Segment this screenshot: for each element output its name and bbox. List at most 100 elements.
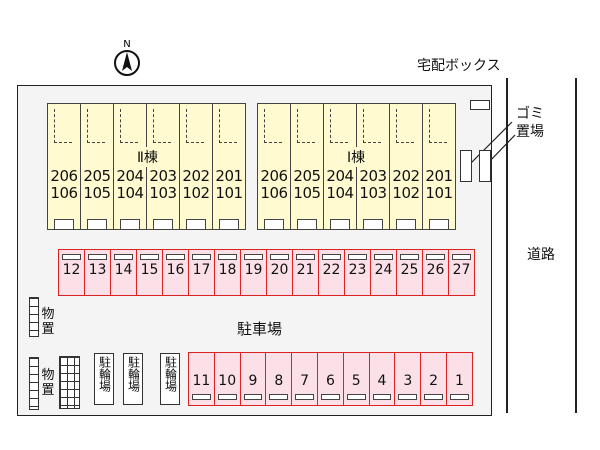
unit-number-lower: 101 (215, 184, 243, 202)
unit-number-upper: 205 (83, 167, 111, 185)
parking-stall-8: 8 (265, 352, 293, 406)
wheel-stop (426, 254, 445, 260)
stall-number: 18 (218, 262, 237, 278)
parking-stall-27: 27 (448, 249, 475, 296)
delivery-box-label: 宅配ボックス (417, 58, 501, 74)
unit-entrance (429, 219, 449, 229)
wheel-stop (398, 394, 418, 400)
parking-stall-6: 6 (317, 352, 344, 406)
north-arrow-icon: N (109, 38, 145, 78)
wheel-stop (450, 394, 469, 400)
unit-number-lower: 104 (116, 184, 144, 202)
parking-stall-15: 15 (136, 249, 163, 296)
stall-number: 16 (166, 262, 185, 278)
storage-label-1: 物置 (41, 307, 55, 337)
parking-stall-1: 1 (446, 352, 473, 406)
wheel-stop (269, 394, 289, 400)
parking-label: 駐車場 (237, 320, 283, 338)
unit-number-upper: 202 (392, 167, 420, 185)
stair-outline (396, 109, 414, 143)
wheel-stop (114, 254, 133, 260)
unit-number-upper: 203 (359, 167, 387, 185)
stall-number: 7 (300, 373, 310, 389)
unit-number-upper: 206 (260, 167, 288, 185)
unit-number-upper: 201 (215, 167, 243, 185)
stair-outline (186, 109, 204, 143)
garbage-area-1 (460, 150, 472, 182)
parking-stall-25: 25 (396, 249, 423, 296)
wheel-stop (140, 254, 159, 260)
building-name: Ⅰ棟 (345, 147, 368, 167)
bike-parking-2: 駐輪場 (123, 353, 143, 405)
wheel-stop (374, 254, 393, 260)
stall-number: 5 (351, 373, 361, 389)
parking-stall-18: 18 (214, 249, 241, 296)
wheel-stop (270, 254, 289, 260)
delivery-box (470, 100, 490, 110)
wheel-stop (346, 394, 366, 400)
unit-entrance (54, 219, 74, 229)
parking-stall-23: 23 (344, 249, 371, 296)
unit-number-lower: 104 (326, 184, 354, 202)
stall-number: 2 (429, 373, 439, 389)
unit-entrance (120, 219, 140, 229)
unit-entrance (153, 219, 173, 229)
garbage-label-line1: ゴミ (516, 106, 544, 122)
unit-number-upper: 204 (116, 167, 144, 185)
wheel-stop (400, 254, 419, 260)
unit-entrance (396, 219, 416, 229)
parking-stall-12: 12 (58, 249, 85, 296)
wheel-stop (166, 254, 185, 260)
road-label: 道路 (527, 247, 555, 263)
stall-number: 23 (348, 262, 367, 278)
unit-number-upper: 206 (50, 167, 78, 185)
parking-stall-16: 16 (162, 249, 189, 296)
storage-shed-2 (29, 357, 39, 410)
stall-number: 6 (325, 373, 335, 389)
parking-stall-2: 2 (420, 352, 447, 406)
parking-stall-24: 24 (370, 249, 397, 296)
unit-entrance (219, 219, 239, 229)
stall-number: 1 (454, 373, 464, 389)
unit-number-lower: 103 (149, 184, 177, 202)
stair-outline (54, 109, 72, 143)
stall-number: 24 (374, 262, 393, 278)
wheel-stop (348, 254, 367, 260)
stair-outline (330, 109, 348, 143)
stall-number: 13 (88, 262, 107, 278)
stair-outline (363, 109, 381, 143)
parking-stall-20: 20 (266, 249, 293, 296)
parking-stall-21: 21 (292, 249, 319, 296)
wheel-stop (218, 254, 237, 260)
unit-entrance (363, 219, 383, 229)
parking-stall-5: 5 (342, 352, 370, 406)
stall-number: 20 (270, 262, 289, 278)
stall-number: 25 (400, 262, 419, 278)
road-edge-right (575, 78, 577, 413)
parking-stall-3: 3 (394, 352, 422, 406)
unit-number-upper: 201 (425, 167, 453, 185)
unit-number-lower: 105 (293, 184, 321, 202)
unit-number-upper: 202 (182, 167, 210, 185)
unit-number-lower: 101 (425, 184, 453, 202)
stair-outline (429, 109, 447, 143)
parking-stall-9: 9 (239, 352, 267, 406)
stall-number: 9 (248, 373, 258, 389)
stall-number: 19 (244, 262, 263, 278)
bike-parking-1: 駐輪場 (94, 353, 114, 405)
unit-number-upper: 204 (326, 167, 354, 185)
stall-number: 22 (322, 262, 341, 278)
stall-number: 14 (114, 262, 133, 278)
garbage-label-line2: 置場 (516, 124, 544, 140)
stair-outline (297, 109, 315, 143)
stair-outline (120, 109, 138, 143)
